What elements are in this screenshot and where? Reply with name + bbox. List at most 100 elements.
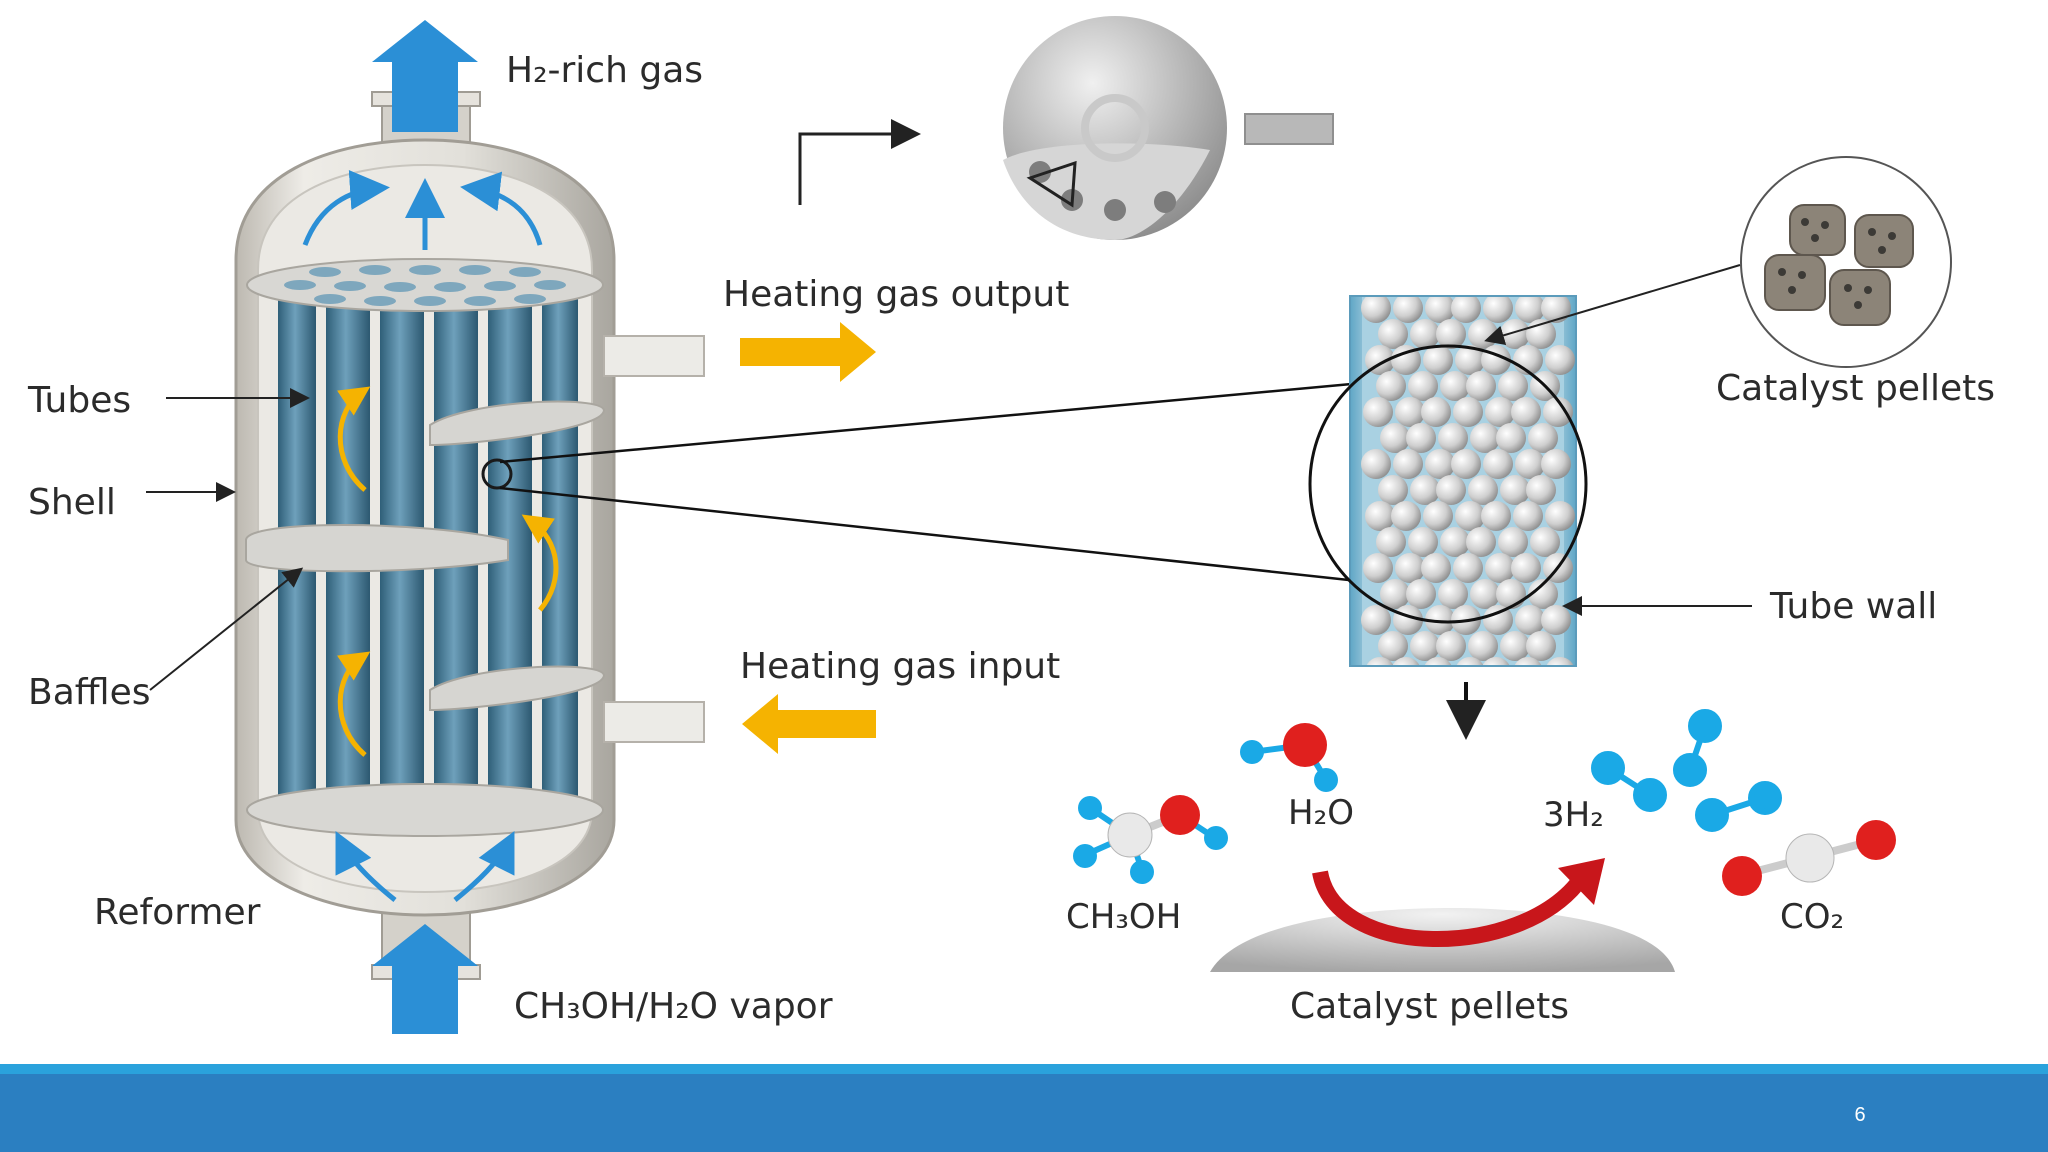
catalyst-sphere <box>1541 449 1571 479</box>
catalyst-sphere <box>1406 579 1436 609</box>
catalyst-sphere <box>1380 579 1410 609</box>
catalyst-sphere <box>1530 527 1560 557</box>
catalyst-sphere <box>1515 605 1545 635</box>
catalyst-sphere <box>1468 631 1498 661</box>
catalyst-sphere <box>1376 527 1406 557</box>
catalyst-sphere <box>1361 605 1391 635</box>
label-tube-wall: Tube wall <box>1769 586 1937 627</box>
catalyst-sphere <box>1440 371 1470 401</box>
catalyst-sphere <box>1363 553 1393 583</box>
catalyst-sphere <box>1440 527 1470 557</box>
catalyst-sphere <box>1466 527 1496 557</box>
catalyst-sphere <box>1470 423 1500 453</box>
catalyst-sphere <box>1425 605 1455 635</box>
catalyst-sphere <box>1366 657 1394 666</box>
catalyst-sphere <box>1546 657 1574 666</box>
catalyst-sphere <box>1393 449 1423 479</box>
reaction-scheme <box>1073 709 1896 972</box>
label-catalyst-pellets-surface: Catalyst pellets <box>1290 986 1569 1027</box>
catalyst-sphere <box>1395 553 1425 583</box>
catalyst-sphere <box>1425 449 1455 479</box>
catalyst-sphere <box>1455 345 1485 375</box>
catalyst-sphere <box>1485 397 1515 427</box>
catalyst-sphere <box>1511 553 1541 583</box>
reformer-vessel <box>234 91 705 980</box>
catalyst-sphere <box>1500 631 1530 661</box>
catalyst-sphere <box>1365 501 1395 531</box>
catalyst-sphere <box>1482 657 1510 666</box>
catalyst-sphere <box>1528 423 1558 453</box>
page-number: 6 <box>1854 1104 1866 1126</box>
label-h2-rich-gas: H₂-rich gas <box>506 50 703 91</box>
catalyst-sphere <box>1361 296 1391 323</box>
catalyst-sphere <box>1410 319 1440 349</box>
catalyst-sphere <box>1545 501 1575 531</box>
catalyst-sphere <box>1395 397 1425 427</box>
catalyst-sphere <box>1424 657 1452 666</box>
label-feed-vapor: CH₃OH/H₂O vapor <box>514 986 833 1027</box>
magnifier-ring <box>481 458 513 490</box>
catalyst-sphere <box>1526 631 1556 661</box>
reformer-diagram: H₂-rich gas Heating gas output Heating g… <box>27 16 1995 1034</box>
catalyst-pellets-inset <box>1484 156 1952 368</box>
catalyst-sphere <box>1393 296 1423 323</box>
heating-output-arrow <box>740 322 876 382</box>
label-hydrogen: 3H₂ <box>1543 795 1604 835</box>
heating-input-arrow <box>742 694 876 754</box>
catalyst-sphere <box>1378 475 1408 505</box>
catalyst-sphere <box>1408 371 1438 401</box>
catalyst-sphere <box>1378 319 1408 349</box>
catalyst-sphere <box>1468 319 1498 349</box>
catalyst-sphere <box>1363 397 1393 427</box>
catalyst-sphere <box>1380 423 1410 453</box>
catalyst-sphere <box>1436 631 1466 661</box>
catalyst-sphere <box>1514 657 1542 666</box>
catalyst-sphere <box>1498 527 1528 557</box>
vessel-head-detail <box>1003 16 1334 240</box>
methanol-molecule <box>1073 795 1228 884</box>
label-tubes: Tubes <box>27 380 131 421</box>
label-heating-gas-input: Heating gas input <box>740 646 1060 687</box>
catalyst-sphere <box>1438 423 1468 453</box>
catalyst-sphere <box>1438 579 1468 609</box>
label-reformer: Reformer <box>94 892 261 933</box>
packed-tube-section <box>1349 295 1577 667</box>
catalyst-sphere <box>1451 296 1481 323</box>
dome-flow-arrows <box>302 170 543 902</box>
label-methanol: CH₃OH <box>1066 897 1181 937</box>
catalyst-sphere <box>1410 475 1440 505</box>
catalyst-sphere <box>1391 501 1421 531</box>
h2-outlet-arrow <box>372 20 478 132</box>
catalyst-sphere <box>1406 423 1436 453</box>
catalyst-sphere <box>1376 371 1406 401</box>
catalyst-sphere <box>1515 449 1545 479</box>
catalyst-sphere <box>1392 657 1420 666</box>
label-catalyst-pellets-inset: Catalyst pellets <box>1716 368 1995 409</box>
catalyst-sphere <box>1528 579 1558 609</box>
catalyst-sphere <box>1436 319 1466 349</box>
catalyst-sphere <box>1453 553 1483 583</box>
catalyst-sphere <box>1421 553 1451 583</box>
label-heating-gas-output: Heating gas output <box>723 274 1069 315</box>
label-water: H₂O <box>1288 793 1354 833</box>
catalyst-sphere <box>1483 296 1513 323</box>
catalyst-sphere <box>1496 579 1526 609</box>
catalyst-sphere <box>1526 475 1556 505</box>
catalyst-sphere <box>1421 397 1451 427</box>
catalyst-sphere <box>1470 579 1500 609</box>
catalyst-sphere <box>1545 345 1575 375</box>
footer-accent-stripe <box>0 1064 2048 1074</box>
baffle-plates <box>245 258 606 837</box>
catalyst-sphere <box>1543 397 1573 427</box>
catalyst-sphere <box>1541 296 1571 323</box>
catalyst-sphere <box>1541 605 1571 635</box>
catalyst-sphere <box>1361 449 1391 479</box>
catalyst-sphere <box>1453 397 1483 427</box>
catalyst-sphere <box>1511 397 1541 427</box>
catalyst-sphere <box>1451 449 1481 479</box>
catalyst-sphere <box>1513 501 1543 531</box>
catalyst-sphere <box>1466 371 1496 401</box>
catalyst-sphere <box>1481 501 1511 531</box>
footer-bar <box>0 1074 2048 1152</box>
zoom-circle <box>1308 344 1588 624</box>
